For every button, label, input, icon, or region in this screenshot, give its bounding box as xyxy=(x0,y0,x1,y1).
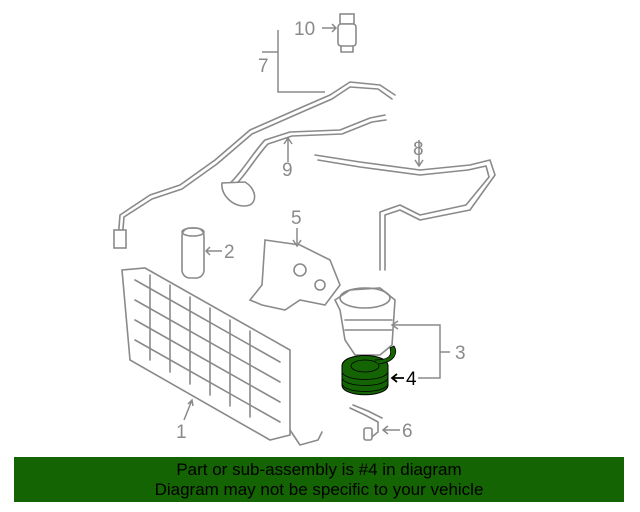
receiver-drier-part[interactable] xyxy=(181,227,205,279)
callout-3[interactable]: 3 xyxy=(455,343,466,364)
callout-8[interactable]: 8 xyxy=(413,139,424,160)
compressor-clutch-part[interactable] xyxy=(341,345,397,396)
callout-6[interactable]: 6 xyxy=(402,421,413,442)
leader-2 xyxy=(204,246,222,256)
pressure-switch-part[interactable] xyxy=(337,13,357,53)
leader-8 xyxy=(414,140,424,168)
leader-9 xyxy=(283,136,293,162)
leader-10 xyxy=(322,23,338,33)
callout-7[interactable]: 7 xyxy=(258,56,269,77)
callout-4[interactable]: 4 xyxy=(406,369,417,390)
banner-line-2: Diagram may not be specific to your vehi… xyxy=(154,480,484,499)
leader-3 xyxy=(390,320,450,379)
callout-9[interactable]: 9 xyxy=(282,160,293,181)
callout-1[interactable]: 1 xyxy=(176,422,187,443)
callout-2[interactable]: 2 xyxy=(224,242,235,263)
leader-4 xyxy=(390,373,404,383)
service-valve-part[interactable] xyxy=(349,404,383,441)
leader-1 xyxy=(183,398,194,421)
leader-5 xyxy=(292,228,302,248)
banner-line-1: Part or sub-assembly is #4 in diagram xyxy=(176,460,462,479)
callout-5[interactable]: 5 xyxy=(291,208,302,229)
part-info-banner: Part or sub-assembly is #4 in diagram Di… xyxy=(14,457,624,502)
compressor-bracket-part[interactable] xyxy=(248,239,341,311)
condenser-part[interactable] xyxy=(121,267,323,446)
callout-10[interactable]: 10 xyxy=(294,19,315,40)
ac-hose-upper-part[interactable] xyxy=(113,81,396,249)
leader-7 xyxy=(262,30,325,93)
ac-hose-8-part[interactable] xyxy=(314,154,496,271)
compressor-part[interactable] xyxy=(333,287,396,356)
leader-6 xyxy=(381,425,400,435)
